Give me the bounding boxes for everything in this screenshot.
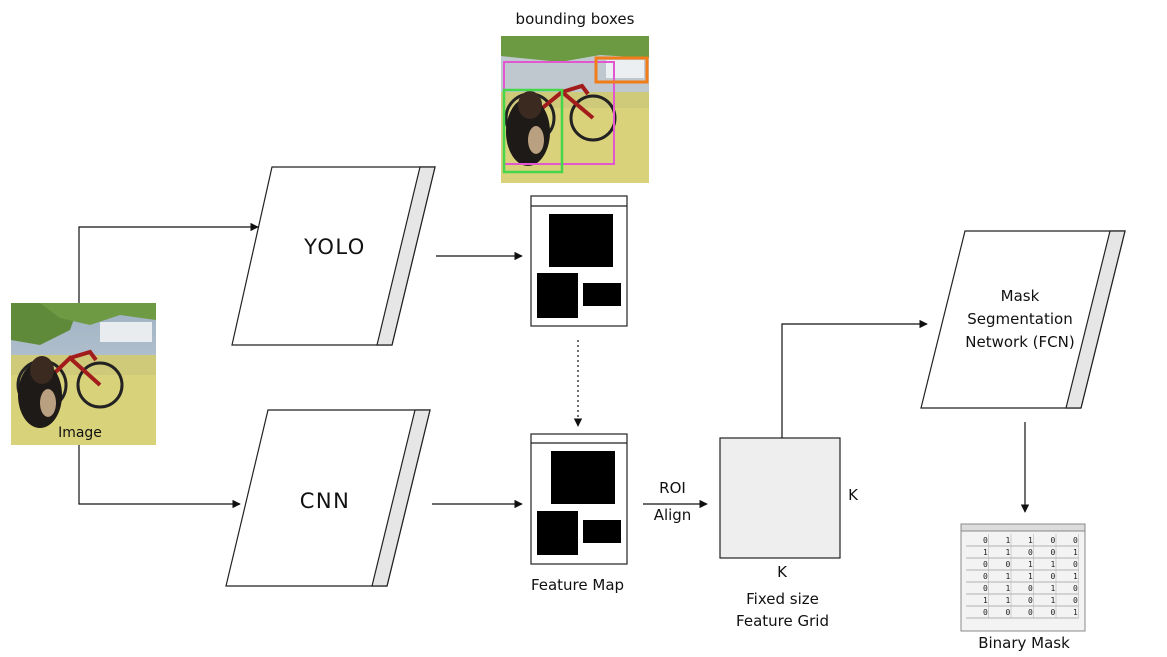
bounding-boxes-label: bounding boxes	[515, 10, 635, 28]
binary-mask-label: Binary Mask	[978, 634, 1070, 652]
k-bottom-label: K	[777, 563, 787, 581]
mask-cell: 1	[1073, 548, 1078, 557]
feature-map-label: Feature Map	[530, 576, 625, 594]
mask-cell: 0	[983, 584, 988, 593]
mask-cell: 1	[983, 548, 988, 557]
arrow-image-to-cnn	[78, 445, 241, 509]
mask-net-label-line3: Network (FCN)	[965, 333, 1075, 351]
mask-cell: 1	[1073, 572, 1078, 581]
arrow-grid-to-mask-net	[781, 319, 928, 438]
mask-cell: 1	[1073, 608, 1078, 617]
roi-label-line2: Align	[653, 506, 692, 524]
mask-cell: 0	[1028, 608, 1033, 617]
mask-cell: 0	[1028, 548, 1033, 557]
feature-grid-square	[719, 437, 841, 559]
mask-cell: 0	[1073, 536, 1078, 545]
mask-cell: 1	[1028, 572, 1033, 581]
fixed-size-label-line1: Fixed size	[746, 590, 819, 608]
image-label: Image	[58, 425, 102, 441]
fixed-size-label-line2: Feature Grid	[736, 612, 829, 630]
mask-cell: 0	[983, 536, 988, 545]
mask-cell: 1	[1006, 548, 1011, 557]
input-image	[11, 303, 156, 445]
mask-segmentation-block	[920, 230, 1126, 409]
mask-cell: 1	[1051, 560, 1056, 569]
mask-cell: 0	[1073, 584, 1078, 593]
mask-cell: 0	[983, 572, 988, 581]
mask-cell: 1	[1051, 584, 1056, 593]
cnn-label: CNN	[299, 489, 351, 513]
mask-cell: 1	[983, 596, 988, 605]
mask-cell: 1	[1051, 596, 1056, 605]
mask-cell: 0	[1006, 560, 1011, 569]
mask-cell: 0	[1051, 548, 1056, 557]
connectors	[78, 222, 1030, 513]
yolo-label: YOLO	[304, 235, 366, 259]
mask-cell: 1	[1006, 596, 1011, 605]
mask-cell: 0	[1051, 572, 1056, 581]
mask-cell: 0	[983, 560, 988, 569]
mask-cell: 0	[1073, 560, 1078, 569]
k-right-label: K	[848, 486, 858, 504]
feature-map-document	[530, 433, 628, 565]
mask-cell: 1	[1028, 536, 1033, 545]
mask-cell: 0	[983, 608, 988, 617]
mask-cell: 0	[1028, 596, 1033, 605]
mask-net-label-line1: Mask	[1000, 287, 1040, 305]
yolo-output-document	[530, 195, 628, 327]
mask-cell: 1	[1006, 584, 1011, 593]
mask-net-label-line2: Segmentation	[967, 310, 1073, 328]
mask-cell: 0	[1028, 584, 1033, 593]
mask-cell: 0	[1073, 596, 1078, 605]
mask-cell: 1	[1028, 560, 1033, 569]
arrow-image-to-yolo	[78, 222, 259, 303]
mask-cell: 1	[1006, 536, 1011, 545]
bounding-boxes-image	[501, 36, 649, 183]
cnn-block	[225, 409, 431, 587]
roi-label-line1: ROI	[659, 479, 686, 497]
mask-cell: 0	[1051, 608, 1056, 617]
binary-mask-table: 0 1 1 0 0 1 1 0 0 1 0 0 1 1 0 0 1 1 0 1 0 1 0 1 0 1 1 0 1 0 0 0 0 0 1	[960, 523, 1086, 632]
mask-cell: 0	[1051, 536, 1056, 545]
mask-cell: 0	[1006, 608, 1011, 617]
mask-cell: 1	[1006, 572, 1011, 581]
yolo-block	[231, 166, 436, 346]
